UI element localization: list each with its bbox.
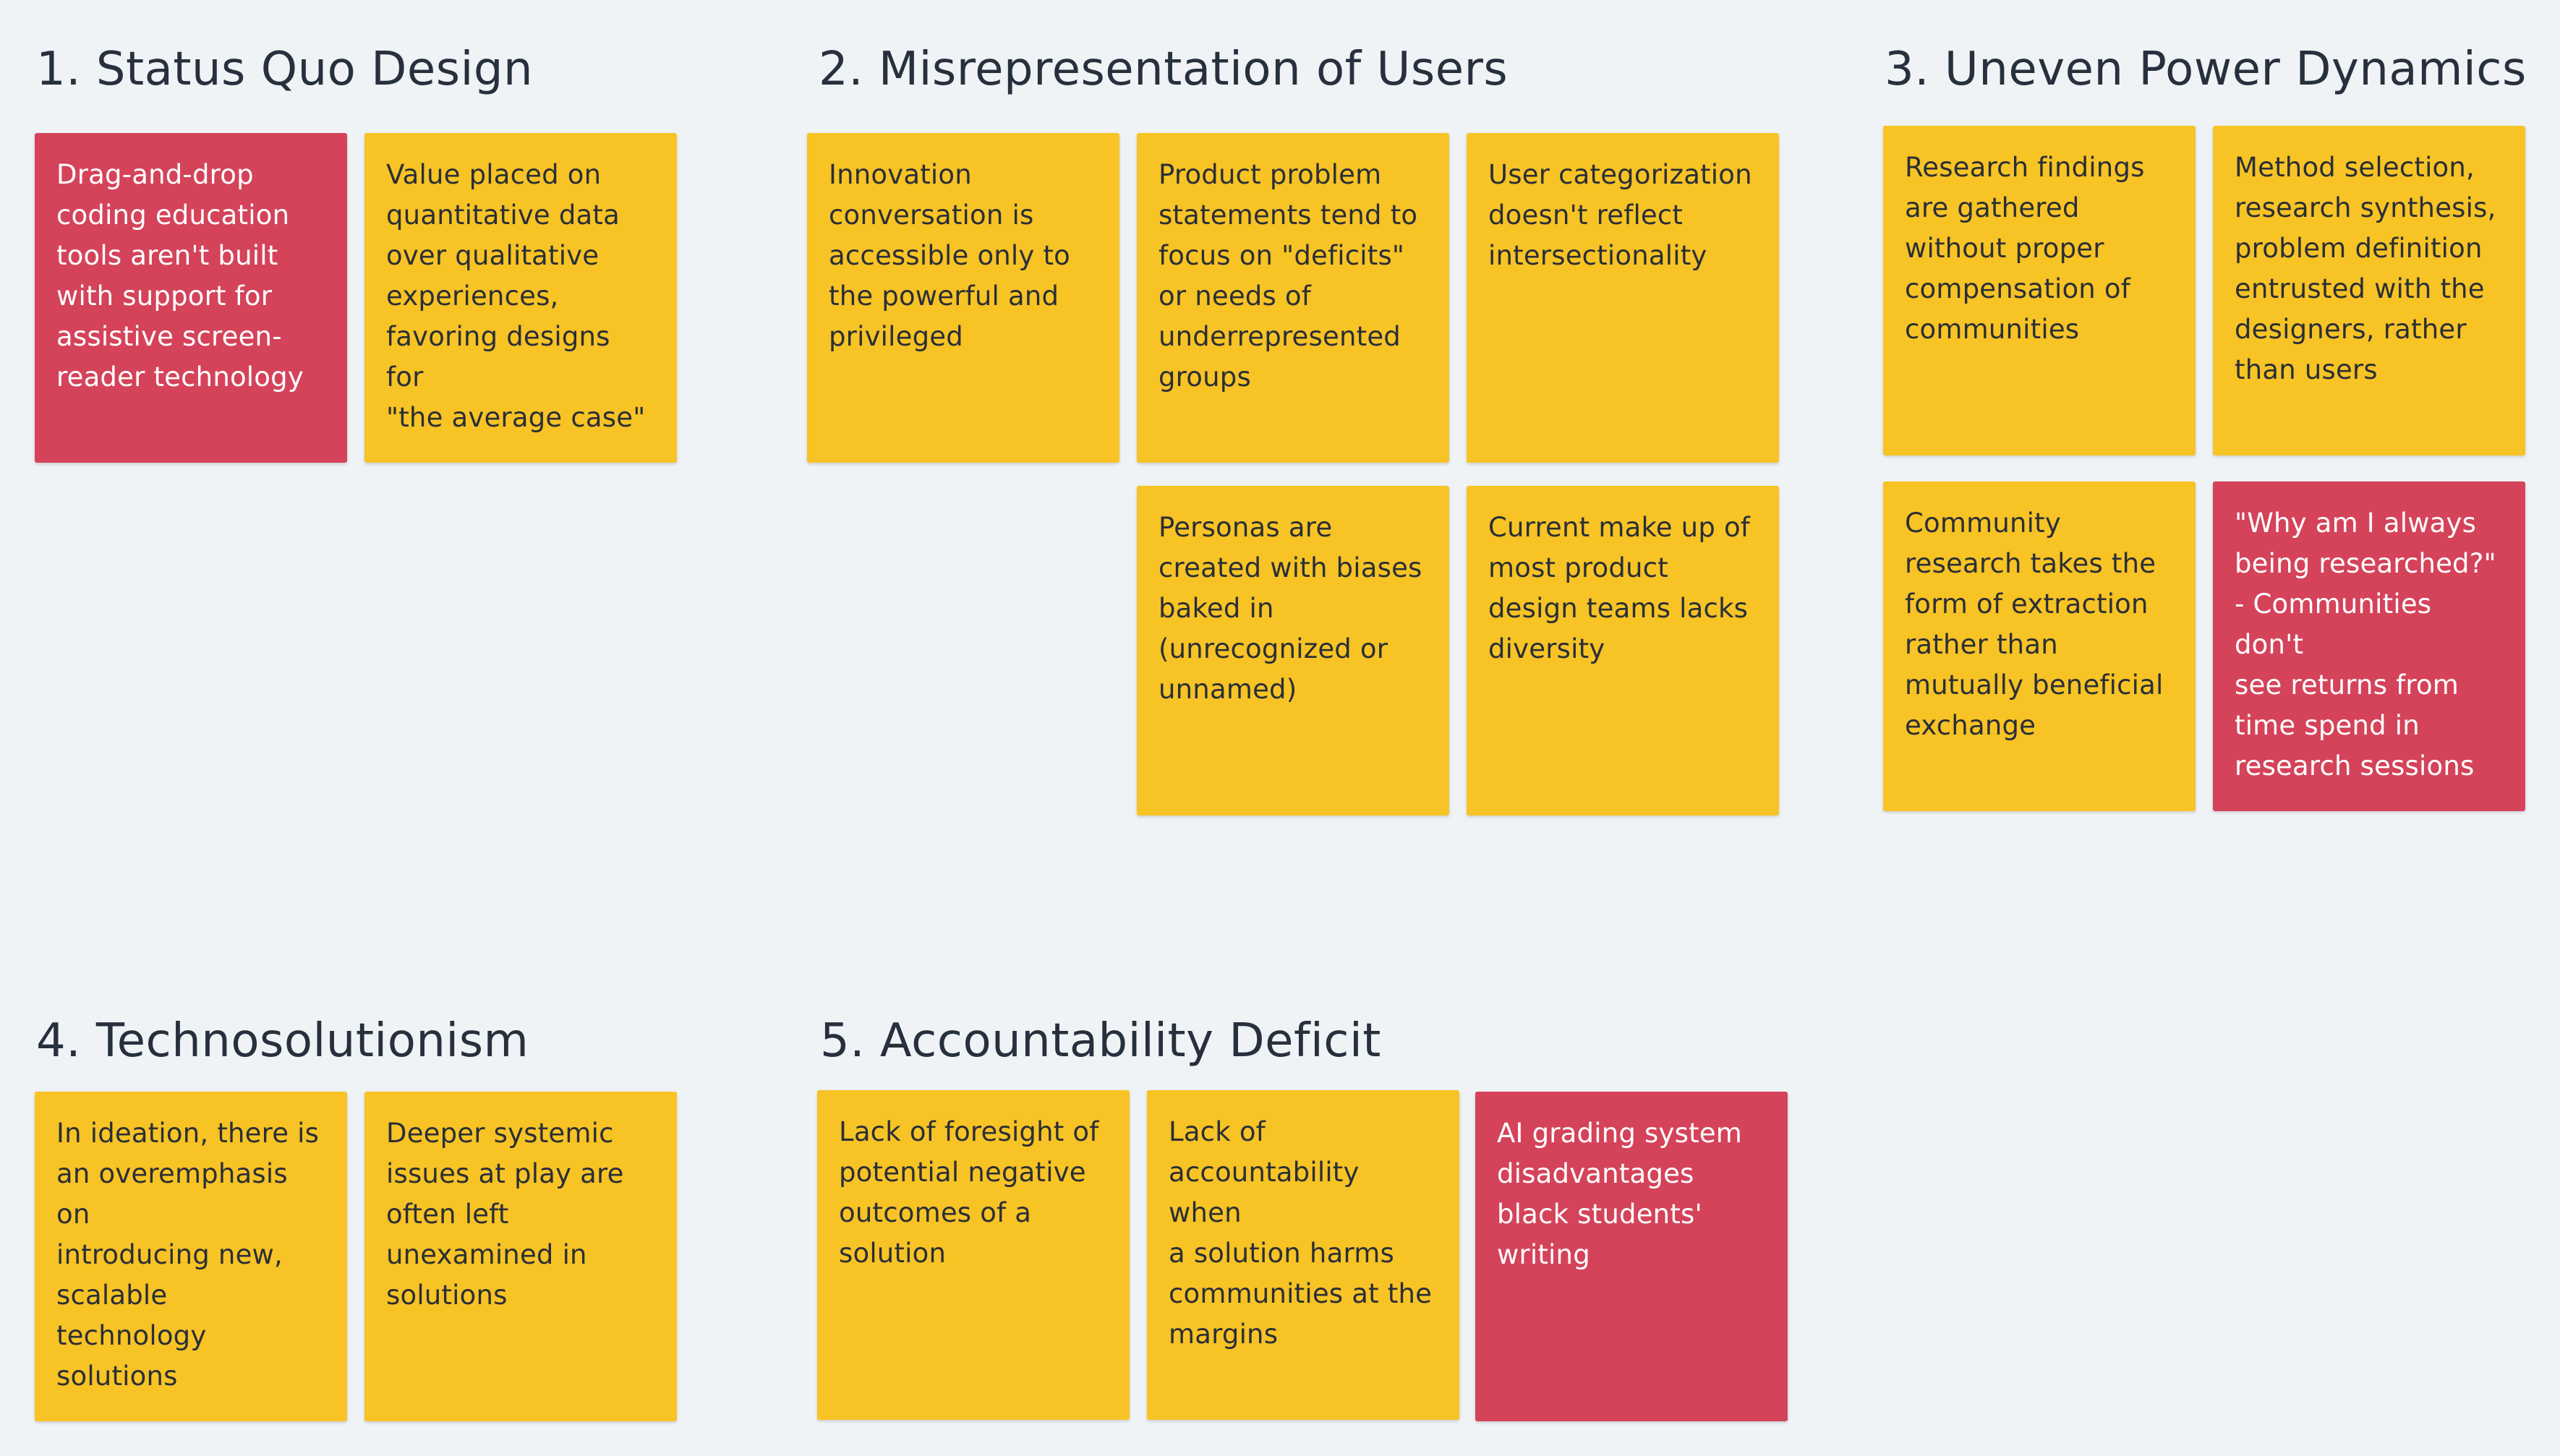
sticky-note[interactable]: Lack of foresight of potential negative … bbox=[817, 1090, 1130, 1420]
sticky-note-text: In ideation, there is an overemphasis on… bbox=[56, 1118, 320, 1392]
sticky-note[interactable]: In ideation, there is an overemphasis on… bbox=[35, 1092, 347, 1421]
sticky-note[interactable]: Community research takes the form of ext… bbox=[1883, 481, 2196, 811]
sticky-note[interactable]: "Why am I always being researched?" - Co… bbox=[2213, 481, 2525, 811]
sticky-note[interactable]: Research findings are gathered without p… bbox=[1883, 126, 2196, 455]
sticky-note-text: Value placed on quantitative data over q… bbox=[386, 159, 646, 433]
sticky-note-text: Lack of accountability when a solution h… bbox=[1169, 1116, 1433, 1350]
cluster-title-technosolutionism: 4. Technosolutionism bbox=[36, 1014, 529, 1068]
sticky-note-text: Innovation conversation is accessible on… bbox=[829, 159, 1071, 352]
sticky-note-text: Current make up of most product design t… bbox=[1488, 512, 1751, 664]
cluster-title-uneven-power-dynamics: 3. Uneven Power Dynamics bbox=[1885, 43, 2527, 96]
sticky-note[interactable]: Product problem statements tend to focus… bbox=[1137, 133, 1449, 463]
sticky-note[interactable]: Innovation conversation is accessible on… bbox=[807, 133, 1119, 463]
sticky-note-text: Personas are created with biases baked i… bbox=[1159, 512, 1422, 705]
sticky-note-text: AI grading system disadvantages black st… bbox=[1497, 1118, 1742, 1270]
sticky-note-text: User categorization doesn't reflect inte… bbox=[1488, 159, 1752, 271]
sticky-note[interactable]: User categorization doesn't reflect inte… bbox=[1467, 133, 1779, 463]
cluster-title-misrepresentation-of-users: 2. Misrepresentation of Users bbox=[819, 43, 1509, 96]
sticky-note[interactable]: Drag-and-drop coding education tools are… bbox=[35, 133, 347, 463]
cluster-title-status-quo-design: 1. Status Quo Design bbox=[36, 43, 534, 96]
sticky-note[interactable]: Lack of accountability when a solution h… bbox=[1147, 1090, 1459, 1420]
cluster-title-accountability-deficit: 5. Accountability Deficit bbox=[820, 1014, 1381, 1068]
sticky-note[interactable]: AI grading system disadvantages black st… bbox=[1475, 1092, 1788, 1421]
sticky-note[interactable]: Value placed on quantitative data over q… bbox=[364, 133, 677, 463]
sticky-note-text: Lack of foresight of potential negative … bbox=[839, 1116, 1099, 1269]
sticky-note-text: "Why am I always being researched?" - Co… bbox=[2235, 508, 2496, 781]
sticky-note[interactable]: Method selection, research synthesis, pr… bbox=[2213, 126, 2525, 455]
sticky-note-text: Product problem statements tend to focus… bbox=[1159, 159, 1418, 393]
sticky-note-text: Community research takes the form of ext… bbox=[1905, 508, 2164, 741]
sticky-note-text: Drag-and-drop coding education tools are… bbox=[56, 159, 304, 393]
sticky-note[interactable]: Current make up of most product design t… bbox=[1467, 486, 1779, 815]
sticky-note-text: Deeper systemic issues at play are often… bbox=[386, 1118, 624, 1311]
sticky-note[interactable]: Deeper systemic issues at play are often… bbox=[364, 1092, 677, 1421]
sticky-note[interactable]: Personas are created with biases baked i… bbox=[1137, 486, 1449, 815]
sticky-note-text: Research findings are gathered without p… bbox=[1905, 152, 2145, 345]
sticky-note-text: Method selection, research synthesis, pr… bbox=[2235, 152, 2496, 385]
